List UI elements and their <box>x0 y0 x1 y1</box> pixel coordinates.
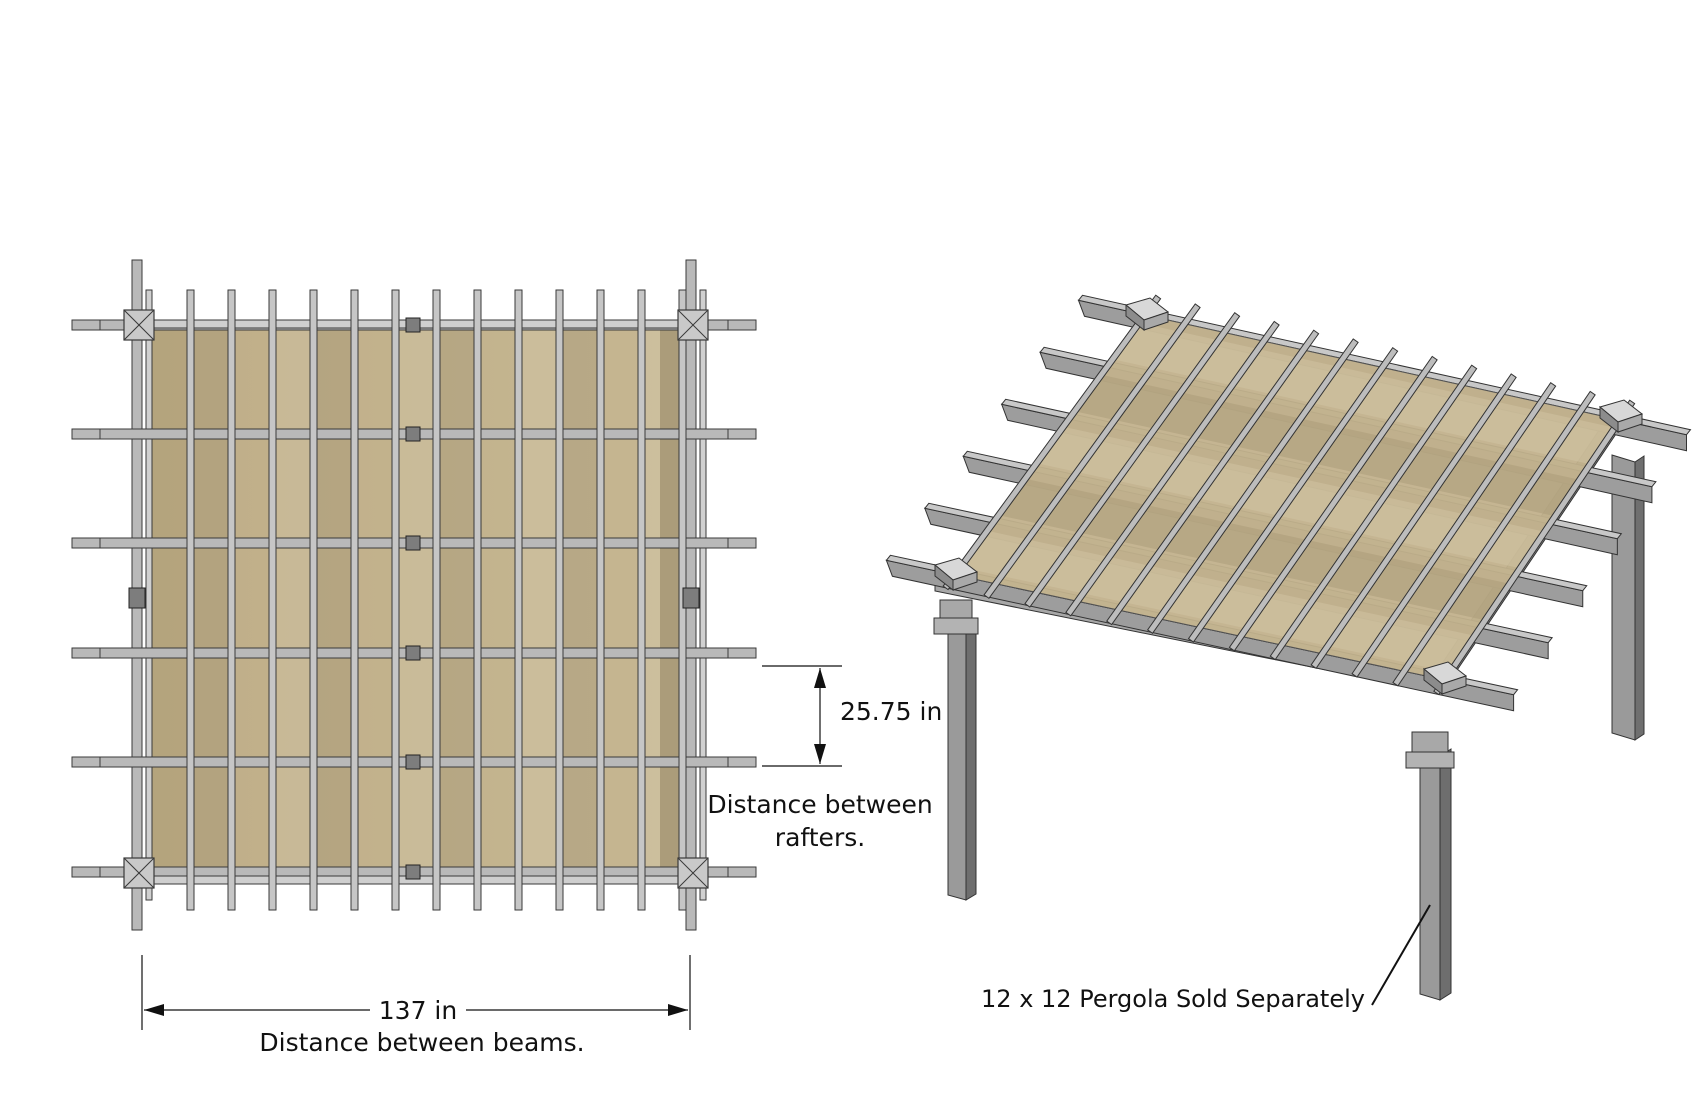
beam-spacing-dimension: 137 in Distance between beams. <box>141 955 691 1057</box>
shade-rafter <box>1352 383 1555 677</box>
shade-rafter <box>268 289 277 911</box>
arrow-down-icon <box>814 744 826 764</box>
shade-rafter <box>186 289 195 911</box>
shade-rafter <box>1107 330 1318 624</box>
rafter-spacing-dimension: 25.75 in Distance between rafters. <box>707 665 942 852</box>
arrow-up-icon <box>814 668 826 688</box>
fabric-panel <box>563 330 600 880</box>
slide-clips <box>128 317 700 880</box>
post-cap-back-left <box>1124 297 1170 332</box>
bracket-clip-icon <box>405 426 421 442</box>
fabric-panel <box>317 330 354 880</box>
fabric-panel <box>358 330 395 880</box>
bracket-clip-icon <box>405 535 421 551</box>
fabric-panel <box>440 330 477 880</box>
shade-rafter <box>309 289 318 911</box>
bracket-clip-icon <box>405 754 421 770</box>
post-cap-front-left <box>933 557 979 592</box>
beam-edge <box>699 289 707 901</box>
shade-rafter <box>1025 313 1239 607</box>
post-front-right <box>1405 731 1455 1001</box>
shade-rafter <box>596 289 605 911</box>
rafter-spacing-caption-line2: rafters. <box>775 823 865 852</box>
arrow-right-icon <box>668 1004 688 1016</box>
post-cap-diagonal <box>677 309 709 341</box>
rafter-spacing-value: 25.75 in <box>840 697 942 726</box>
perspective-view <box>885 294 1692 1001</box>
shade-rafter <box>984 304 1200 598</box>
beam-edge <box>145 289 153 901</box>
shade-rafter <box>1311 374 1516 668</box>
post-cap-front-right <box>1422 661 1468 696</box>
shade-rafter <box>637 289 646 911</box>
shade-rafter <box>514 289 523 911</box>
shade-rafters <box>942 294 1636 696</box>
shade-rafter <box>1434 400 1634 694</box>
shade-rafter <box>1189 348 1397 642</box>
post-front-left <box>933 599 979 901</box>
shade-rafter <box>943 295 1160 589</box>
pergola-callout: 12 x 12 Pergola Sold Separately <box>981 904 1431 1013</box>
post-caps <box>123 309 709 889</box>
post-cap-diagonal <box>123 309 155 341</box>
pergola-callout-text: 12 x 12 Pergola Sold Separately <box>981 985 1365 1013</box>
fabric-panel <box>522 330 559 880</box>
plan-view <box>71 259 757 931</box>
fabric-panel <box>604 330 641 880</box>
rafter-spacing-caption-line1: Distance between <box>707 790 932 819</box>
beam-spacing-caption: Distance between beams. <box>259 1028 584 1057</box>
bracket-clip-icon <box>682 587 700 609</box>
fabric-panel <box>148 330 188 880</box>
shade-rafter <box>1230 357 1437 651</box>
fabric-panel <box>194 330 231 880</box>
shade-rafter <box>350 289 359 911</box>
post-cap-back-right <box>1598 399 1644 434</box>
bracket-clip-icon <box>405 645 421 661</box>
post-cap-diagonal <box>123 857 155 889</box>
post-cap-diagonal <box>677 857 709 889</box>
arrow-left-icon <box>144 1004 164 1016</box>
shade-rafter <box>1066 322 1279 616</box>
shade-rafter <box>1270 365 1476 659</box>
bracket-clip-icon <box>405 864 421 880</box>
shade-rafter <box>1148 339 1358 633</box>
fabric-panel <box>276 330 313 880</box>
beam-spacing-value: 137 in <box>379 996 457 1025</box>
leader-line <box>1371 904 1431 1006</box>
shade-rafter <box>432 289 441 911</box>
fabric-panel <box>399 330 436 880</box>
shade-rafter <box>391 289 400 911</box>
bracket-clip-icon <box>405 317 421 333</box>
fabric-panel <box>235 330 272 880</box>
shade-rafter <box>555 289 564 911</box>
fabric-panel <box>481 330 518 880</box>
post-back-right <box>1611 454 1645 741</box>
shade-rafter <box>1393 392 1595 686</box>
shade-rafter <box>227 289 236 911</box>
bracket-clip-icon <box>128 587 146 609</box>
shade-rafter <box>473 289 482 911</box>
